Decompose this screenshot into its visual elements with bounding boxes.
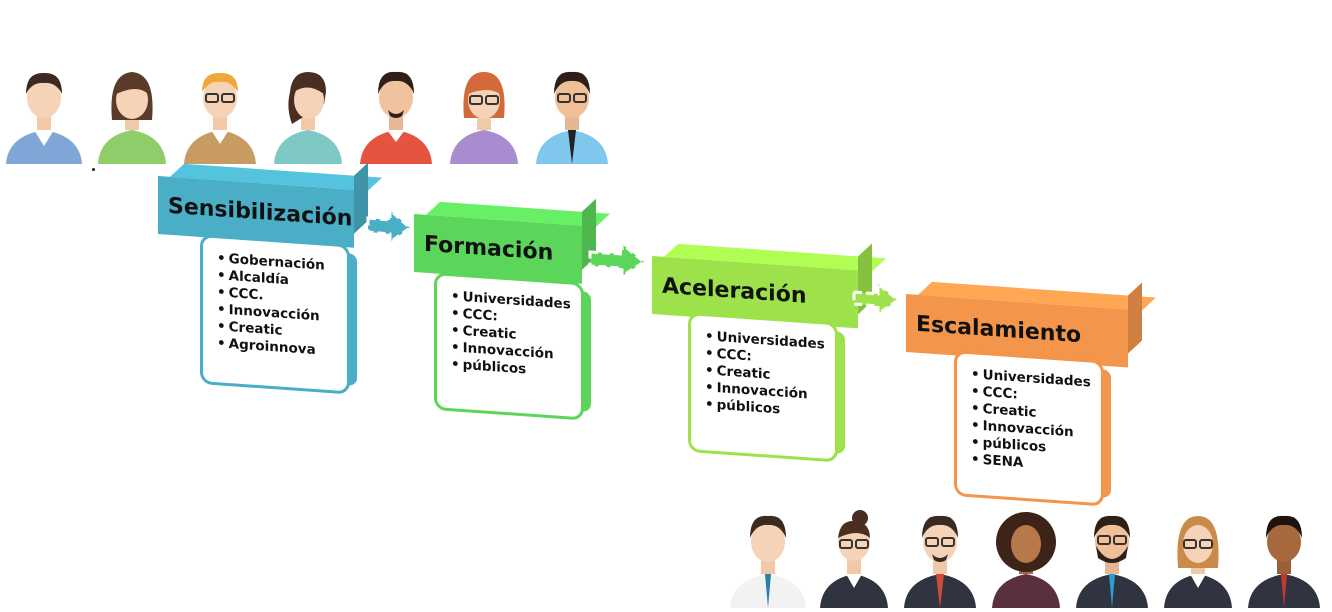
- arrow-right-icon: [366, 208, 412, 244]
- stage-title: Aceleración: [662, 273, 807, 309]
- stage-title: Sensibilización: [168, 193, 353, 232]
- stage-card: Universidades CCC: Creatic Innovacción p…: [688, 312, 845, 463]
- person-icon: [356, 64, 436, 164]
- person-icon: [532, 64, 612, 164]
- person-icon: [1244, 508, 1324, 608]
- person-icon: [268, 64, 348, 164]
- person-icon: [4, 64, 84, 164]
- person-icon: [728, 508, 808, 608]
- person-icon: [92, 64, 172, 164]
- person-icon: [814, 508, 894, 608]
- person-icon: [900, 508, 980, 608]
- stage-title: Escalamiento: [916, 311, 1082, 348]
- person-icon: [986, 508, 1066, 608]
- person-icon: [444, 64, 524, 164]
- person-icon: [1072, 508, 1152, 608]
- person-icon: [1158, 508, 1238, 608]
- person-icon: [180, 64, 260, 164]
- stage-title: Formación: [424, 231, 554, 266]
- stage-card: Gobernación Alcaldía CCC. Innovacción Cr…: [200, 234, 357, 395]
- dot-mark: [92, 168, 95, 171]
- bottom-people-row: [728, 508, 1324, 608]
- arrow-right-icon: [852, 282, 900, 316]
- arrow-right-icon: [588, 242, 646, 278]
- stage-card: Universidades CCC: Creatic Innovacción p…: [954, 350, 1111, 507]
- stage-card: Universidades CCC: Creatic Innovacción p…: [434, 272, 591, 421]
- top-people-row: [4, 64, 620, 164]
